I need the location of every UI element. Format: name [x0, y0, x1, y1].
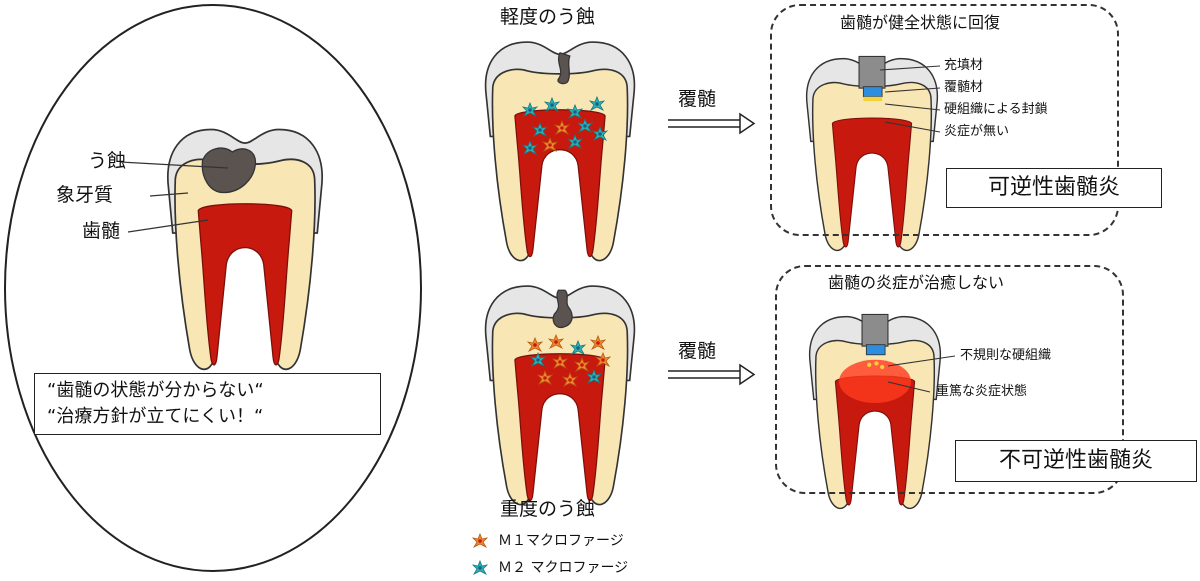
m2-icon [472, 560, 488, 575]
callout-sealing: 硬組織による封鎖 [944, 102, 1048, 117]
callout-filling: 充填材 [944, 58, 984, 73]
quote-box: “歯髄の状態が分からない“ “治療方針が立てにくい！“ [34, 373, 381, 435]
label-pulp: 歯髄 [82, 220, 121, 242]
label-dentin: 象牙質 [56, 184, 114, 206]
arrow-label-severe: 覆髄 [678, 340, 717, 362]
caries-small [557, 52, 571, 85]
result-reversible-panel [770, 4, 1119, 236]
quote-line-2: “治療方針が立てにくい！“ [47, 406, 264, 427]
callout-no-inflammation: 炎症が無い [944, 124, 1010, 139]
result-irreversible-panel [775, 265, 1124, 494]
caries-lesion [201, 147, 257, 194]
legend-m2: Ｍ２ マクロファージ [498, 560, 629, 576]
tooth-reversible [805, 55, 939, 252]
tooth-irreversible [808, 313, 942, 510]
m1-icon [472, 533, 488, 548]
callout-severe-inflammation: 重篤な炎症状態 [936, 384, 1028, 399]
title-severe: 重度のう蝕 [500, 498, 596, 520]
arrow-mild [668, 112, 756, 135]
tooth-main [166, 128, 324, 371]
tooth-severe [484, 285, 636, 506]
callout-irregular-tissue: 不規則な硬組織 [960, 348, 1052, 363]
arrow-label-mild: 覆髄 [678, 88, 717, 110]
callout-capping: 覆髄材 [944, 80, 984, 95]
title-mild: 軽度のう蝕 [500, 6, 596, 28]
diagnosis-irreversible-box: 不可逆性歯髄炎 [955, 440, 1197, 482]
diagnosis-reversible-box: 可逆性歯髄炎 [946, 168, 1162, 208]
label-caries: う蝕 [88, 150, 127, 172]
heading-reversible: 歯髄が健全状態に回復 [840, 13, 1001, 32]
diagnosis-irreversible: 不可逆性歯髄炎 [998, 448, 1153, 473]
tooth-mild [484, 41, 636, 262]
caries-deep [552, 289, 573, 329]
diagnosis-reversible: 可逆性歯髄炎 [987, 175, 1120, 200]
heading-irreversible: 歯髄の炎症が治癒しない [828, 273, 1005, 292]
legend-m1: Ｍ１マクロファージ [498, 533, 624, 549]
quote-line-1: “歯髄の状態が分からない“ [47, 380, 264, 401]
arrow-severe [668, 363, 756, 386]
